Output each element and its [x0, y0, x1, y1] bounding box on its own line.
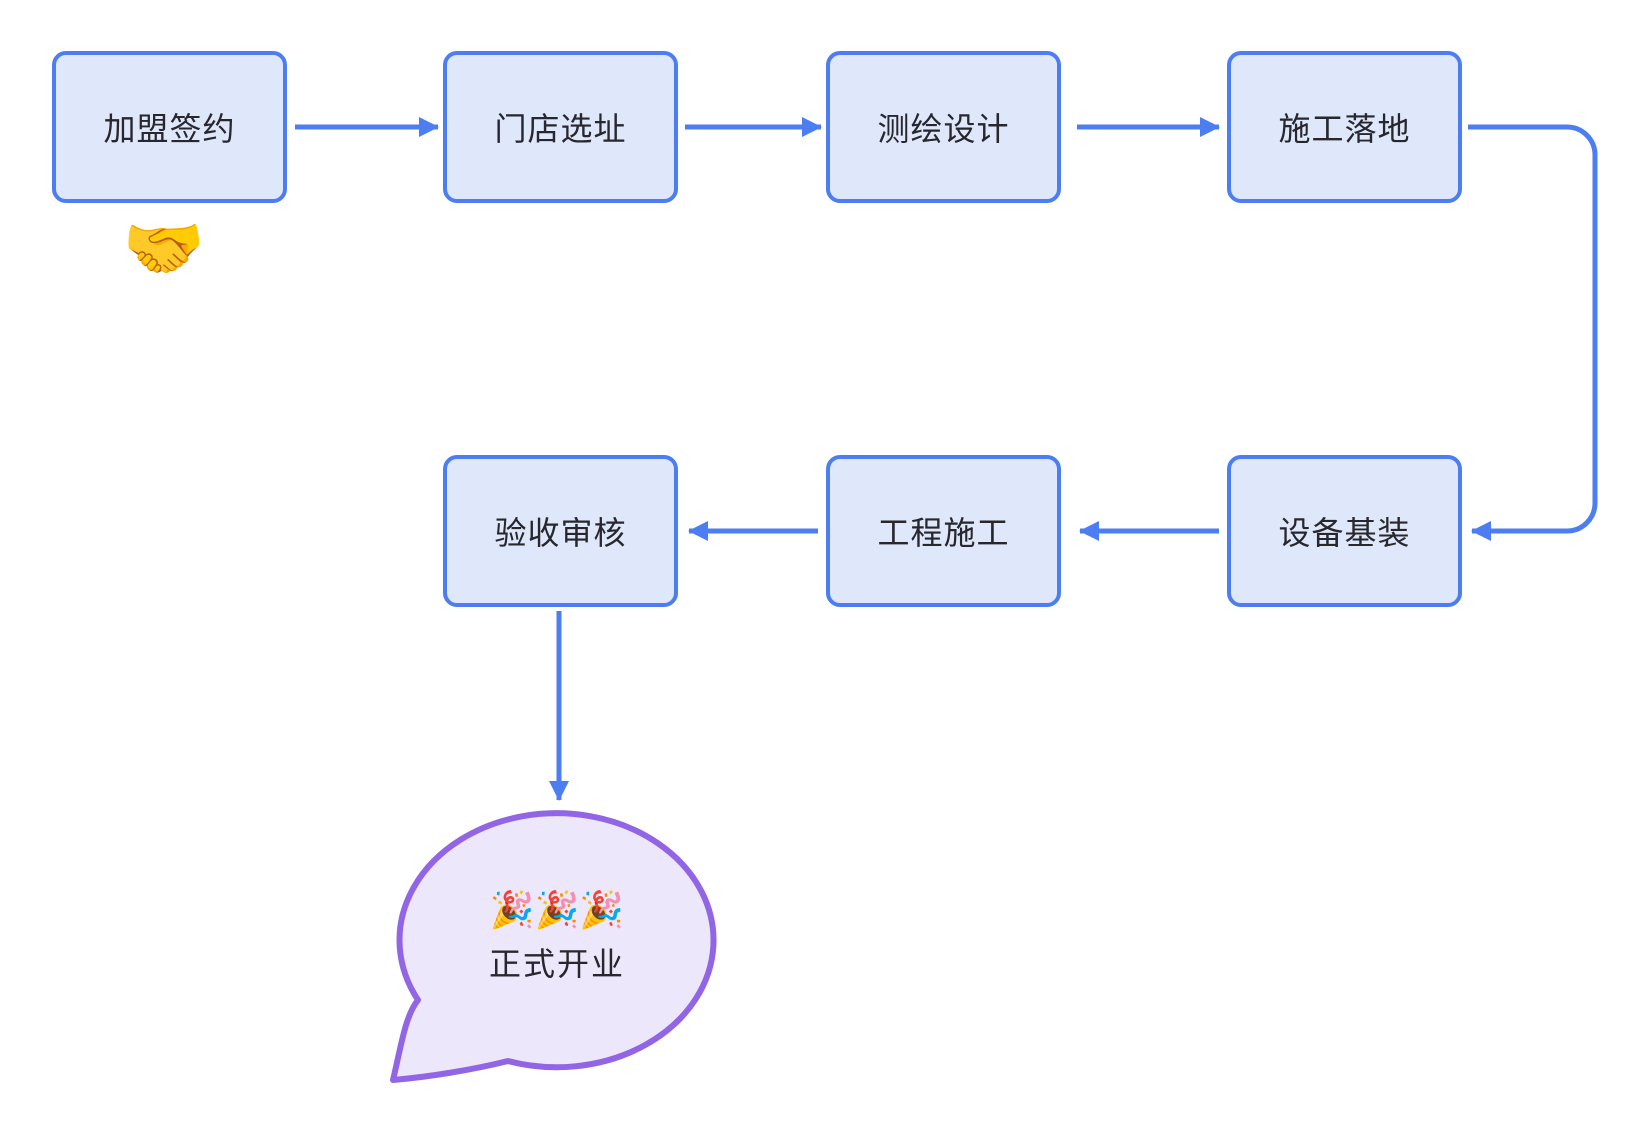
node-label: 工程施工: [877, 515, 1010, 551]
node-label: 正式开业: [488, 946, 625, 983]
node-construction-landing[interactable]: 施工落地: [1227, 51, 1462, 203]
handshake-glyph: 🤝: [122, 211, 206, 285]
handshake-emoji: 🤝: [98, 212, 230, 285]
node-franchise-signing[interactable]: 加盟签约: [52, 51, 287, 203]
node-label: 验收审核: [494, 515, 627, 551]
node-label: 设备基装: [1278, 515, 1411, 551]
party-popper-icons: 🎉🎉🎉: [489, 889, 625, 930]
node-label: 加盟签约: [103, 111, 236, 147]
node-label: 施工落地: [1278, 111, 1411, 147]
edge-construction-to-equipment: [1468, 124, 1598, 541]
node-survey-design[interactable]: 测绘设计: [826, 51, 1061, 203]
node-label: 门店选址: [494, 111, 627, 147]
node-acceptance-review[interactable]: 验收审核: [443, 455, 678, 607]
node-equipment-installation[interactable]: 设备基装: [1227, 455, 1462, 607]
node-grand-opening-content[interactable]: 🎉🎉🎉 正式开业: [407, 888, 707, 985]
speech-bubble-shape[interactable]: [390, 810, 717, 1083]
node-label: 测绘设计: [877, 111, 1010, 147]
node-store-site-selection[interactable]: 门店选址: [443, 51, 678, 203]
node-engineering-construction[interactable]: 工程施工: [826, 455, 1061, 607]
